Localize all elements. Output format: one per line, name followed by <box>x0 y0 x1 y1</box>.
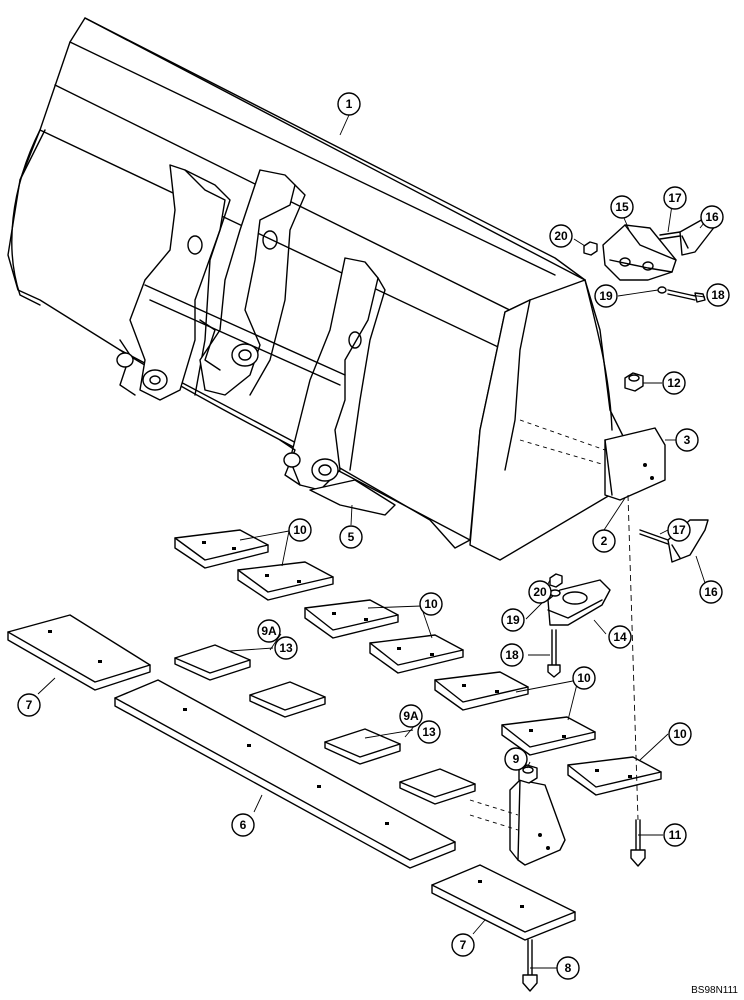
callout-9a-upper[interactable]: 9A <box>257 619 281 643</box>
svg-text:20: 20 <box>533 585 547 599</box>
svg-text:19: 19 <box>506 613 520 627</box>
callout-7-left[interactable]: 7 <box>17 693 41 717</box>
cutting-edges <box>7 614 576 941</box>
svg-text:17: 17 <box>668 191 682 205</box>
svg-text:17: 17 <box>672 523 686 537</box>
svg-text:3: 3 <box>684 433 691 447</box>
callout-10-a[interactable]: 10 <box>288 518 312 542</box>
svg-text:9A: 9A <box>261 624 277 638</box>
svg-text:20: 20 <box>554 229 568 243</box>
svg-text:16: 16 <box>704 585 718 599</box>
bolts <box>522 494 646 992</box>
svg-text:9: 9 <box>513 752 520 766</box>
callout-19-upper[interactable]: 19 <box>594 284 618 308</box>
svg-text:14: 14 <box>613 630 627 644</box>
svg-text:8: 8 <box>565 961 572 975</box>
callout-8[interactable]: 8 <box>556 956 580 980</box>
callout-15[interactable]: 15 <box>610 195 634 219</box>
svg-text:12: 12 <box>667 376 681 390</box>
callout-16-upper[interactable]: 16 <box>700 205 724 229</box>
callout-2[interactable]: 2 <box>592 529 616 553</box>
nut-12 <box>624 372 644 392</box>
leader-lines <box>37 114 709 969</box>
tooth-assembly-lower <box>547 519 709 626</box>
callout-16-lower[interactable]: 16 <box>699 580 723 604</box>
svg-text:19: 19 <box>599 289 613 303</box>
callout-18-lower[interactable]: 18 <box>500 643 524 667</box>
callout-9[interactable]: 9 <box>504 747 528 771</box>
callout-11[interactable]: 11 <box>663 823 687 847</box>
svg-text:10: 10 <box>424 597 438 611</box>
callout-10-d[interactable]: 10 <box>668 722 692 746</box>
callout-12[interactable]: 12 <box>662 371 686 395</box>
callout-13-lower[interactable]: 13 <box>417 720 441 744</box>
callout-9a-lower[interactable]: 9A <box>399 704 423 728</box>
callout-14[interactable]: 14 <box>608 625 632 649</box>
wear-pads <box>174 529 662 796</box>
svg-text:5: 5 <box>348 530 355 544</box>
svg-text:6: 6 <box>240 818 247 832</box>
svg-text:10: 10 <box>293 523 307 537</box>
svg-text:16: 16 <box>705 210 719 224</box>
callout-20-upper[interactable]: 20 <box>549 224 573 248</box>
callout-10-b[interactable]: 10 <box>419 592 443 616</box>
callout-17-upper[interactable]: 17 <box>663 186 687 210</box>
svg-text:18: 18 <box>505 648 519 662</box>
svg-text:7: 7 <box>460 938 467 952</box>
end-bit-lower <box>469 764 566 866</box>
bucket <box>7 17 666 561</box>
svg-text:18: 18 <box>711 288 725 302</box>
callout-5[interactable]: 5 <box>339 525 363 549</box>
callout-1[interactable]: 1 <box>337 92 361 116</box>
callout-10-c[interactable]: 10 <box>572 666 596 690</box>
svg-text:9A: 9A <box>403 709 419 723</box>
svg-text:10: 10 <box>577 671 591 685</box>
callout-13-upper[interactable]: 13 <box>274 636 298 660</box>
callout-20-lower[interactable]: 20 <box>528 580 552 604</box>
svg-text:13: 13 <box>279 641 293 655</box>
svg-text:11: 11 <box>669 828 682 842</box>
callout-7-bottom[interactable]: 7 <box>451 933 475 957</box>
callout-19-lower[interactable]: 19 <box>501 608 525 632</box>
callout-3[interactable]: 3 <box>675 428 699 452</box>
svg-text:10: 10 <box>673 727 687 741</box>
svg-text:7: 7 <box>26 698 33 712</box>
callout-18-upper[interactable]: 18 <box>706 283 730 307</box>
svg-text:15: 15 <box>615 200 629 214</box>
figure-code: BS98N111 <box>691 985 738 996</box>
svg-text:1: 1 <box>346 97 353 111</box>
callouts: 1 2 3 5 6 7 7 8 9 9A 9A 10 10 10 10 11 1… <box>17 92 730 980</box>
svg-text:2: 2 <box>601 534 608 548</box>
svg-text:13: 13 <box>422 725 436 739</box>
callout-17-lower[interactable]: 17 <box>667 518 691 542</box>
callout-6[interactable]: 6 <box>231 813 255 837</box>
square-pads <box>174 644 476 805</box>
